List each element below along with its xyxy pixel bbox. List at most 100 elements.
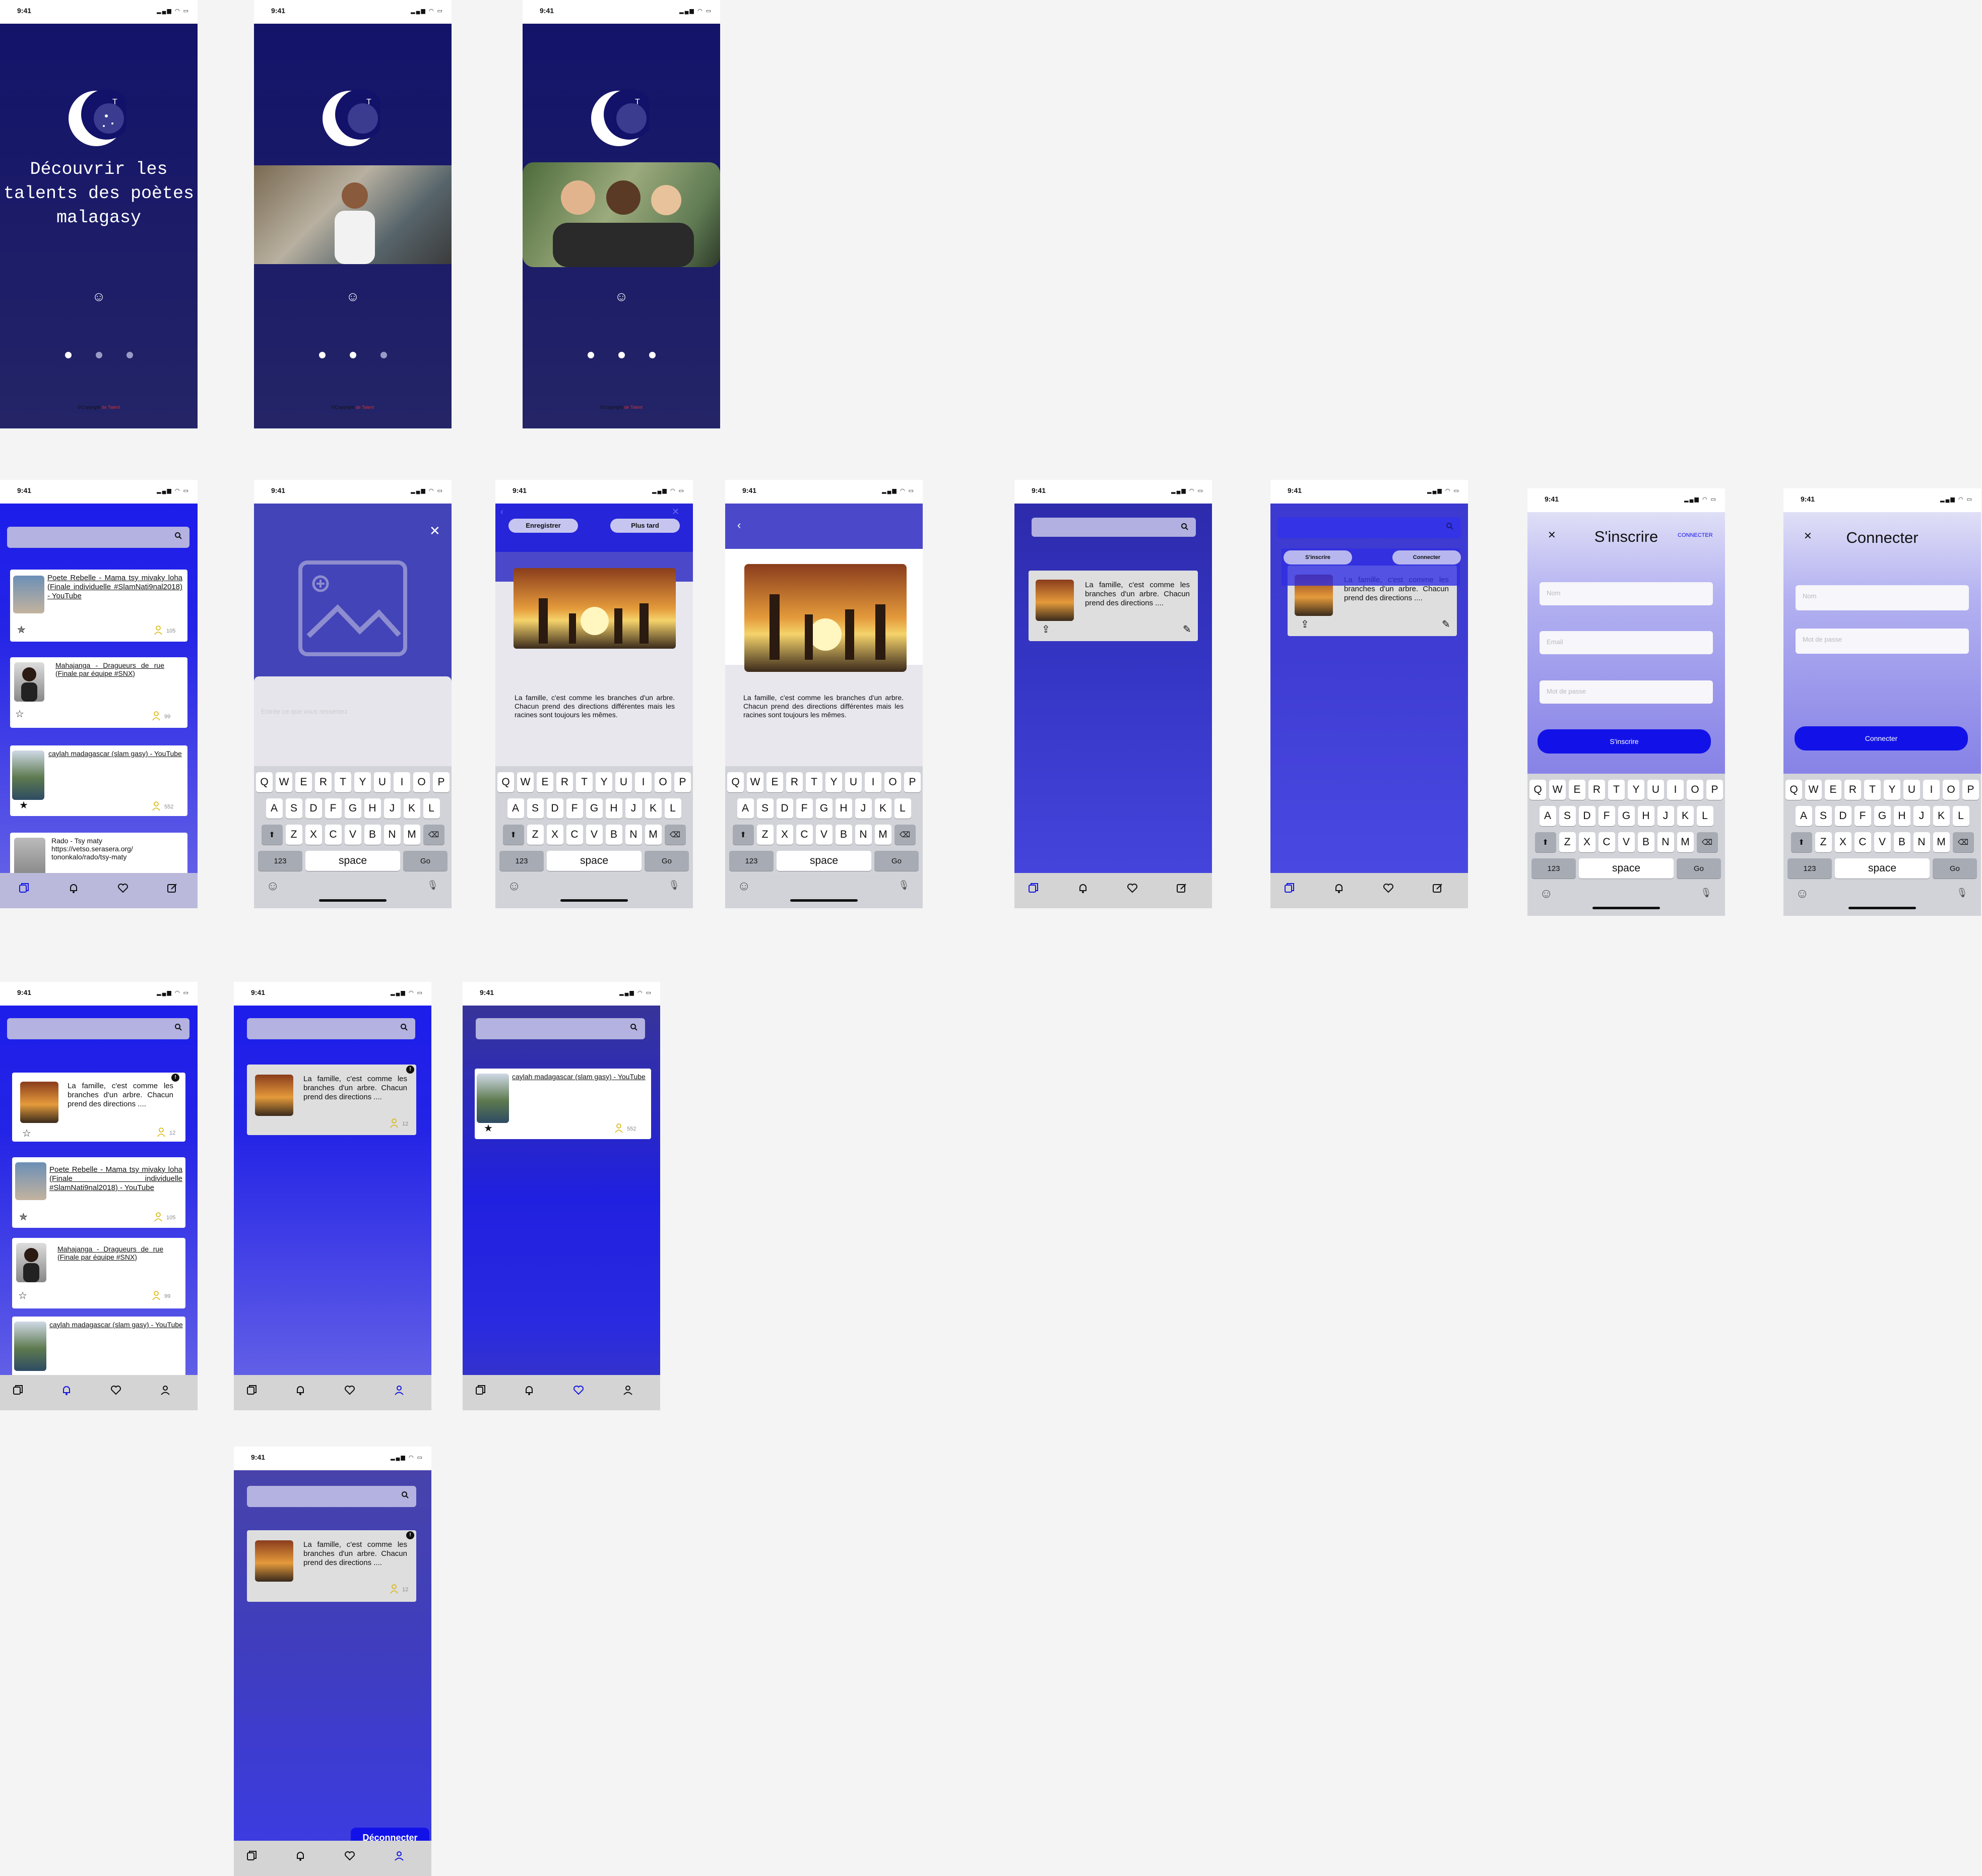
home-icon[interactable]: [1284, 882, 1296, 894]
heart-icon[interactable]: [344, 1384, 356, 1396]
key-n[interactable]: N: [1657, 832, 1674, 852]
home-icon[interactable]: [1028, 882, 1040, 894]
go-key[interactable]: Go: [1933, 858, 1977, 879]
feed-card[interactable]: Mahajanga - Dragueurs de rue (Finale par…: [12, 1238, 185, 1308]
key-y[interactable]: Y: [596, 772, 612, 792]
feed-card[interactable]: caylah madagascar (slam gasy) - YouTube: [12, 1317, 185, 1382]
poem-text[interactable]: La famille, c'est comme les branches d'u…: [743, 694, 904, 719]
key-l[interactable]: L: [894, 798, 911, 819]
key-z[interactable]: Z: [1815, 832, 1832, 852]
home-icon[interactable]: [246, 1850, 258, 1862]
key-s[interactable]: S: [756, 798, 774, 819]
space-key[interactable]: space: [305, 851, 400, 871]
key-c[interactable]: C: [1854, 832, 1871, 852]
key-b[interactable]: B: [1893, 832, 1910, 852]
star-icon[interactable]: ☆: [18, 1290, 27, 1301]
search-bar[interactable]: [476, 1018, 645, 1039]
back-icon[interactable]: ‹: [737, 519, 741, 531]
key-k[interactable]: K: [1677, 806, 1694, 826]
signup-submit-button[interactable]: S'inscrire: [1538, 729, 1711, 754]
key-t[interactable]: T: [335, 772, 351, 792]
mic-icon[interactable]: 🎙: [1700, 888, 1712, 898]
key-e[interactable]: E: [537, 772, 553, 792]
key-r[interactable]: R: [1844, 780, 1861, 800]
page-dots[interactable]: [254, 352, 452, 361]
key-j[interactable]: J: [855, 798, 872, 819]
key-y[interactable]: Y: [354, 772, 371, 792]
heart-icon[interactable]: [117, 882, 129, 894]
key-d[interactable]: D: [776, 798, 793, 819]
video-title[interactable]: caylah madagascar (slam gasy) - YouTube: [512, 1073, 646, 1081]
delete-icon[interactable]: ⌫: [1696, 832, 1718, 852]
key-t[interactable]: T: [1864, 780, 1881, 800]
video-title[interactable]: caylah madagascar (slam gasy) - YouTube: [49, 1321, 183, 1329]
key-c[interactable]: C: [566, 825, 583, 845]
key-x[interactable]: X: [776, 825, 793, 845]
key-r[interactable]: R: [786, 772, 803, 792]
key-u[interactable]: U: [845, 772, 862, 792]
key-b[interactable]: B: [835, 825, 852, 845]
key-o[interactable]: O: [413, 772, 430, 792]
profile-icon[interactable]: [159, 1384, 171, 1396]
key-d[interactable]: D: [305, 798, 322, 819]
key-d[interactable]: D: [1578, 806, 1595, 826]
space-key[interactable]: space: [1835, 858, 1930, 879]
shift-icon[interactable]: ⬆: [1791, 832, 1812, 852]
delete-icon[interactable]: ⌫: [1952, 832, 1974, 852]
key-v[interactable]: V: [1618, 832, 1635, 852]
star-icon[interactable]: ☆: [15, 709, 24, 720]
delete-icon[interactable]: ⌫: [664, 825, 686, 845]
key-j[interactable]: J: [1657, 806, 1674, 826]
emoji-icon[interactable]: ☺: [507, 878, 521, 893]
login-submit-button[interactable]: Connecter: [1795, 726, 1968, 751]
bell-icon[interactable]: [294, 1850, 306, 1862]
key-q[interactable]: Q: [256, 772, 273, 792]
star-filled-icon[interactable]: ★: [19, 800, 28, 811]
key-v[interactable]: V: [344, 825, 361, 845]
bell-icon[interactable]: [68, 882, 80, 894]
search-icon[interactable]: [630, 1023, 638, 1031]
heart-icon[interactable]: [572, 1384, 585, 1396]
feed-card[interactable]: Mahajanga - Dragueurs de rue (Finale par…: [10, 657, 187, 728]
search-bar[interactable]: [7, 527, 189, 548]
key-c[interactable]: C: [325, 825, 342, 845]
key-f[interactable]: F: [1854, 806, 1871, 826]
feed-card[interactable]: Poete Rebelle - Mama tsy mivaky loha (Fi…: [12, 1157, 185, 1228]
key-r[interactable]: R: [1588, 780, 1605, 800]
key-p[interactable]: P: [1962, 780, 1979, 800]
key-b[interactable]: B: [605, 825, 622, 845]
key-m[interactable]: M: [874, 825, 891, 845]
numbers-key[interactable]: 123: [1787, 858, 1832, 879]
search-icon[interactable]: [174, 1023, 182, 1031]
name-field[interactable]: Nom: [1540, 582, 1713, 605]
video-title[interactable]: Poete Rebelle - Mama tsy mivaky loha (Fi…: [49, 1165, 182, 1192]
key-w[interactable]: W: [1805, 780, 1822, 800]
close-icon[interactable]: ✕: [429, 523, 440, 538]
search-bar[interactable]: [247, 1486, 416, 1507]
key-p[interactable]: P: [1706, 780, 1723, 800]
emoji-icon[interactable]: ☺: [1540, 886, 1553, 901]
profile-icon[interactable]: [393, 1384, 405, 1396]
go-key[interactable]: Go: [874, 851, 919, 871]
key-d[interactable]: D: [1834, 806, 1851, 826]
key-c[interactable]: C: [1598, 832, 1615, 852]
key-z[interactable]: Z: [285, 825, 302, 845]
key-b[interactable]: B: [1637, 832, 1654, 852]
key-u[interactable]: U: [1647, 780, 1664, 800]
key-q[interactable]: Q: [1785, 780, 1802, 800]
key-f[interactable]: F: [796, 798, 813, 819]
search-icon[interactable]: [401, 1491, 409, 1499]
key-a[interactable]: A: [737, 798, 754, 819]
key-l[interactable]: L: [1696, 806, 1713, 826]
key-z[interactable]: Z: [527, 825, 544, 845]
key-v[interactable]: V: [586, 825, 603, 845]
key-e[interactable]: E: [766, 772, 783, 792]
key-a[interactable]: A: [1795, 806, 1812, 826]
shift-icon[interactable]: ⬆: [732, 825, 754, 845]
key-s[interactable]: S: [1559, 806, 1576, 826]
key-m[interactable]: M: [1677, 832, 1694, 852]
page-dots[interactable]: [523, 352, 720, 361]
pencil-icon[interactable]: ✎: [1442, 619, 1450, 630]
